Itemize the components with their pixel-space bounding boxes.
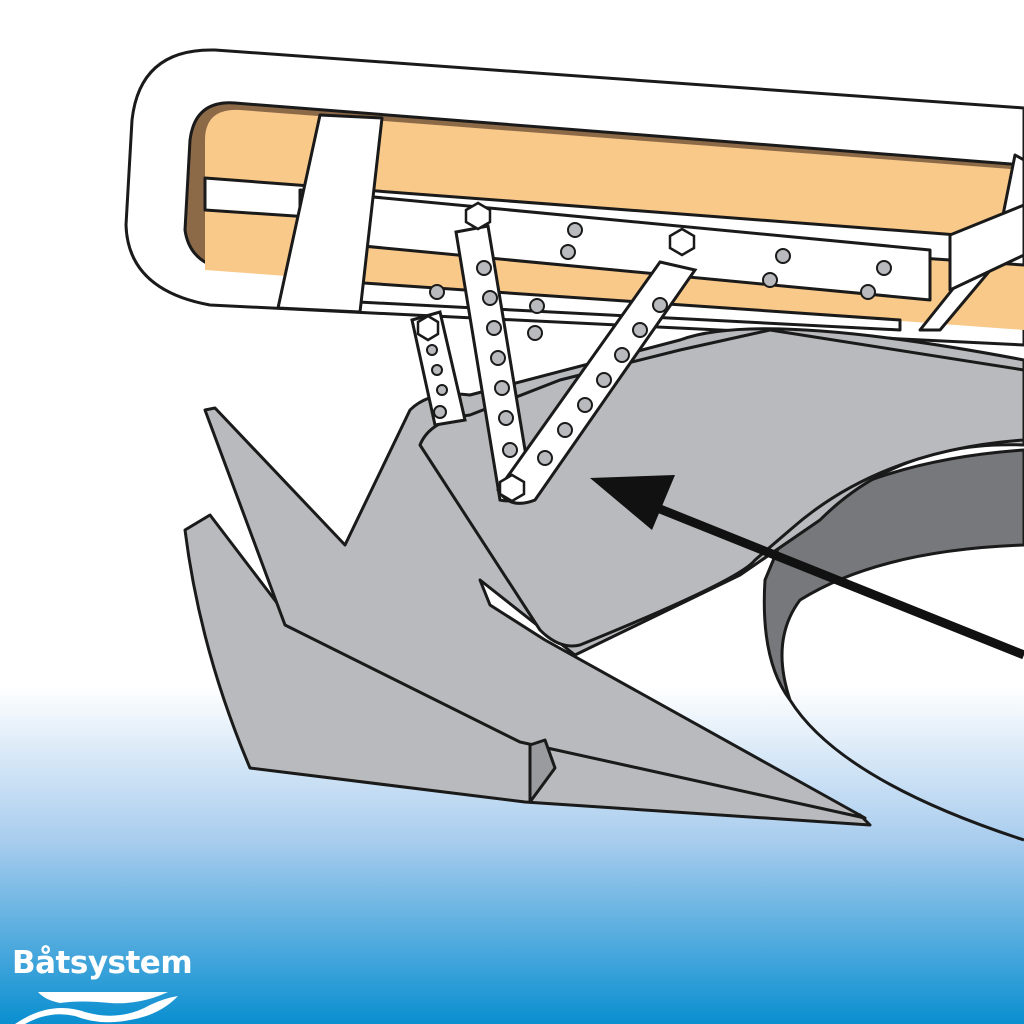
anchor-shank-outline	[788, 699, 1024, 842]
wave-logo-icon	[15, 992, 178, 1024]
adjustment-straps	[410, 201, 892, 505]
pointer-arrow	[590, 475, 1024, 660]
anchor-illustration	[183, 327, 1024, 827]
brand-logo-text: Båtsystem	[12, 945, 193, 981]
